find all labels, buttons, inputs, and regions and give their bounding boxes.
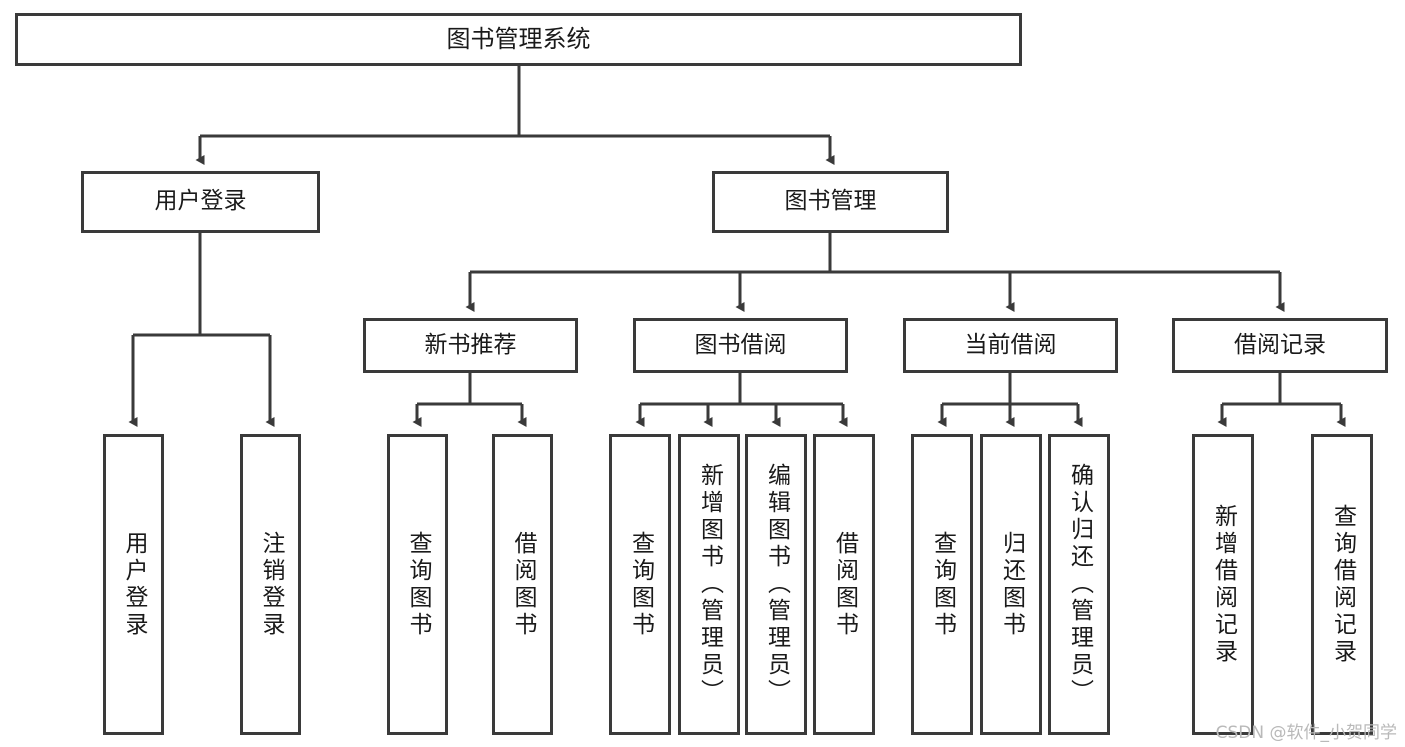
node-label: 查询图书 xyxy=(929,530,956,639)
node-label: 用户登录 xyxy=(154,188,247,215)
node-current-borrow[interactable]: 当前借阅 xyxy=(903,318,1118,373)
node-borrow-record[interactable]: 借阅记录 xyxy=(1172,318,1388,373)
node-label: 新增借阅记录 xyxy=(1210,503,1237,666)
node-book-borrow[interactable]: 图书借阅 xyxy=(633,318,848,373)
leaf-current-borrow-confirm-return[interactable]: 确认归还（管理员） xyxy=(1048,434,1110,735)
leaf-book-borrow-edit[interactable]: 编辑图书（管理员） xyxy=(745,434,807,735)
csdn-watermark: CSDN @软件_小贺同学 xyxy=(1215,723,1397,743)
leaf-new-book-borrow[interactable]: 借阅图书 xyxy=(492,434,553,735)
node-user-login[interactable]: 用户登录 xyxy=(81,171,320,233)
node-label: 注销登录 xyxy=(258,530,284,639)
leaf-book-borrow-query[interactable]: 查询图书 xyxy=(609,434,671,735)
leaf-book-borrow-borrow[interactable]: 借阅图书 xyxy=(813,434,875,735)
leaf-borrow-record-query[interactable]: 查询借阅记录 xyxy=(1311,434,1373,735)
leaf-borrow-record-add[interactable]: 新增借阅记录 xyxy=(1192,434,1254,735)
node-book-management[interactable]: 图书管理 xyxy=(712,171,949,233)
node-label: 图书借阅 xyxy=(694,331,787,358)
node-root-book-management-system[interactable]: 图书管理系统 xyxy=(15,13,1022,66)
leaf-current-borrow-return[interactable]: 归还图书 xyxy=(980,434,1042,735)
node-new-book-recommend[interactable]: 新书推荐 xyxy=(363,318,578,373)
node-label: 当前借阅 xyxy=(964,331,1057,358)
node-label: 查询图书 xyxy=(627,530,654,639)
node-label: 图书管理系统 xyxy=(446,25,591,54)
leaf-user-login-signin[interactable]: 用户登录 xyxy=(103,434,164,735)
node-label: 用户登录 xyxy=(121,530,147,639)
node-label: 图书管理 xyxy=(784,188,877,215)
leaf-book-borrow-add[interactable]: 新增图书（管理员） xyxy=(678,434,740,735)
node-label: 新书推荐 xyxy=(424,331,517,358)
node-label: 借阅图书 xyxy=(831,530,858,639)
node-label: 借阅记录 xyxy=(1234,331,1326,358)
node-label: 编辑图书（管理员） xyxy=(763,463,790,706)
node-label: 查询借阅记录 xyxy=(1329,503,1356,666)
node-label: 查询图书 xyxy=(405,530,431,639)
leaf-current-borrow-query[interactable]: 查询图书 xyxy=(911,434,973,735)
node-label: 新增图书（管理员） xyxy=(696,463,723,706)
node-label: 确认归还（管理员） xyxy=(1066,463,1093,706)
leaf-user-login-signout[interactable]: 注销登录 xyxy=(240,434,301,735)
leaf-new-book-query[interactable]: 查询图书 xyxy=(387,434,448,735)
node-label: 归还图书 xyxy=(998,530,1025,639)
node-label: 借阅图书 xyxy=(510,530,536,639)
